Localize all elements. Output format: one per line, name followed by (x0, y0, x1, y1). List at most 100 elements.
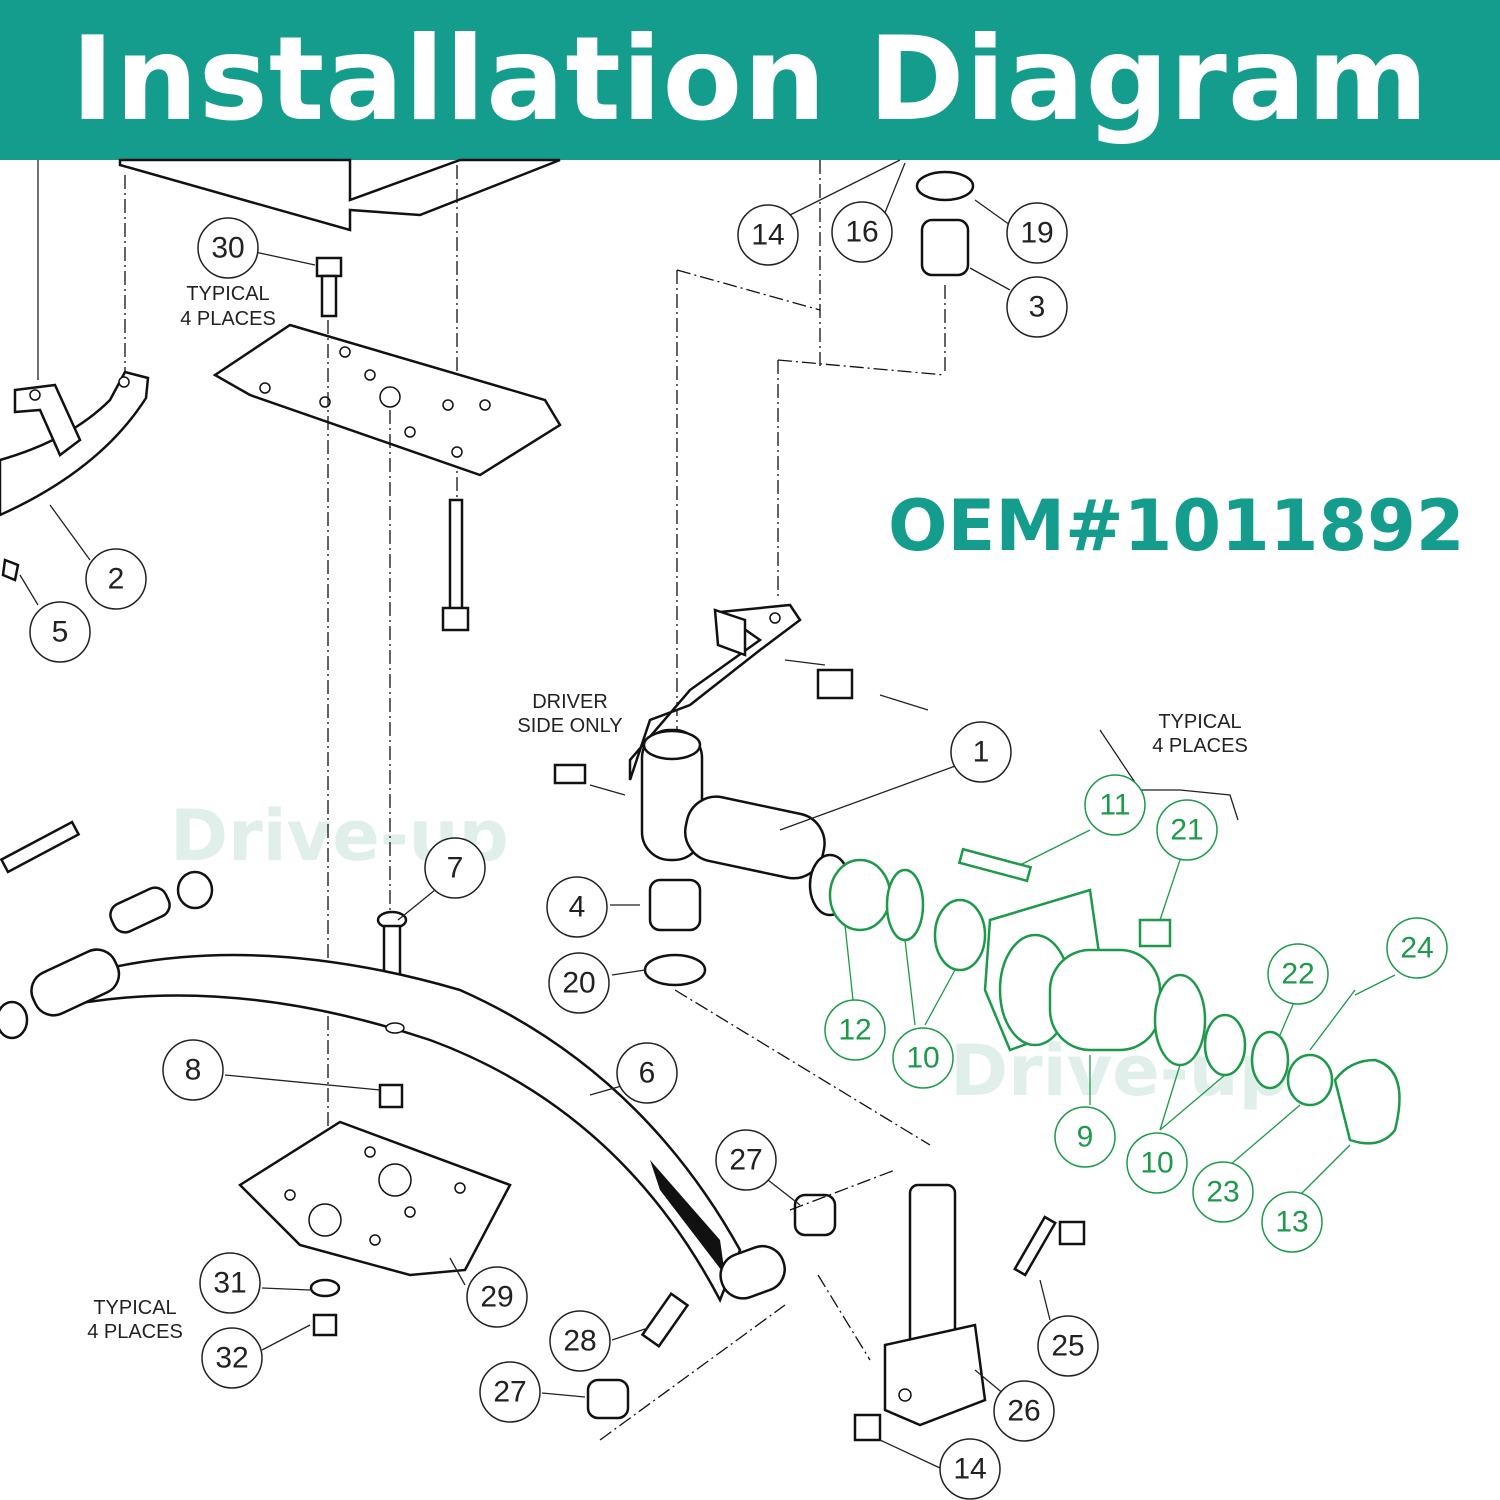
assembly-path (599, 1169, 896, 1441)
svg-text:25: 25 (1051, 1330, 1084, 1363)
callout-26: 26 (993, 1380, 1055, 1442)
header-banner: Installation Diagram (0, 0, 1500, 160)
callout-25: 25 (1037, 1315, 1099, 1377)
svg-text:4 PLACES: 4 PLACES (1152, 735, 1248, 757)
nut-8 (378, 1083, 404, 1109)
callout-19: 19 (1006, 202, 1068, 264)
svg-text:8: 8 (185, 1054, 202, 1087)
svg-text:9: 9 (1077, 1121, 1094, 1154)
sleeve-28 (640, 1292, 690, 1348)
callout-1: 1 (950, 721, 1012, 783)
callout-14-top: 14 (737, 204, 799, 266)
svg-text:7: 7 (447, 852, 464, 885)
axle-beam (0, 820, 786, 1303)
callout-23: 23 (1192, 1161, 1254, 1223)
callout-7: 7 (424, 837, 486, 899)
svg-text:4: 4 (569, 891, 586, 924)
hub-assembly (828, 847, 1401, 1145)
svg-text:12: 12 (838, 1014, 871, 1047)
svg-text:5: 5 (52, 616, 69, 649)
bushing-4 (648, 878, 702, 932)
svg-text:2: 2 (108, 563, 125, 596)
note-typical-hub: TYPICAL 4 PLACES (1152, 711, 1248, 757)
svg-text:14: 14 (953, 1453, 986, 1486)
svg-text:16: 16 (845, 216, 878, 249)
callout-32: 32 (201, 1327, 263, 1389)
bushing-27-lower (586, 1378, 630, 1420)
callout-31: 31 (199, 1252, 261, 1314)
svg-text:22: 22 (1281, 958, 1314, 991)
svg-text:31: 31 (213, 1267, 246, 1300)
note-driver-side: DRIVER SIDE ONLY (517, 691, 622, 737)
bolt-30 (315, 256, 343, 1200)
callout-13: 13 (1261, 1191, 1323, 1253)
svg-text:30: 30 (211, 232, 244, 265)
callout-3: 3 (1006, 276, 1068, 338)
leader-lines (19, 159, 1396, 1469)
callout-27-upper: 27 (715, 1129, 777, 1191)
svg-text:TYPICAL: TYPICAL (186, 283, 269, 305)
bushing-3 (920, 218, 970, 277)
grease-fitting (553, 763, 626, 796)
callout-30: 30 (197, 217, 259, 279)
svg-text:27: 27 (493, 1376, 526, 1409)
svg-text:TYPICAL: TYPICAL (93, 1297, 176, 1319)
svg-text:23: 23 (1206, 1176, 1239, 1209)
svg-text:32: 32 (215, 1342, 248, 1375)
leaf-spring-part (0, 370, 150, 582)
callout-4: 4 (546, 876, 608, 938)
lower-plate (238, 1120, 512, 1277)
spindle-part (628, 160, 946, 917)
svg-text:SIDE ONLY: SIDE ONLY (517, 715, 622, 737)
note-typical-31: TYPICAL 4 PLACES (87, 1297, 183, 1343)
svg-text:29: 29 (480, 1281, 513, 1314)
callout-20: 20 (548, 952, 610, 1014)
svg-text:11: 11 (1099, 789, 1130, 822)
svg-text:1: 1 (973, 736, 990, 769)
king-pin (853, 1183, 987, 1442)
callout-11: 11 (1084, 774, 1146, 836)
svg-text:DRIVER: DRIVER (532, 691, 608, 713)
svg-text:21: 21 (1170, 814, 1203, 847)
castle-nut (784, 659, 929, 711)
callout-6: 6 (616, 1042, 678, 1104)
callout-10-right: 10 (1126, 1132, 1188, 1194)
callout-22: 22 (1267, 943, 1329, 1005)
callout-12: 12 (824, 999, 886, 1061)
svg-text:27: 27 (729, 1144, 762, 1177)
svg-text:14: 14 (751, 219, 784, 252)
svg-text:6: 6 (639, 1057, 656, 1090)
svg-text:10: 10 (1140, 1147, 1173, 1180)
svg-text:4 PLACES: 4 PLACES (87, 1321, 183, 1343)
washer-20 (643, 953, 707, 987)
nut-32 (312, 1313, 338, 1337)
callout-5: 5 (29, 601, 91, 663)
svg-text:TYPICAL: TYPICAL (1158, 711, 1241, 733)
callout-2: 2 (85, 548, 147, 610)
callout-28: 28 (549, 1310, 611, 1372)
oem-number-label: OEM#1011892 (888, 485, 1465, 567)
callout-29: 29 (466, 1266, 528, 1328)
svg-text:10: 10 (906, 1042, 939, 1075)
svg-text:24: 24 (1400, 932, 1433, 965)
callout-8: 8 (162, 1039, 224, 1101)
callout-14-bottom: 14 (939, 1438, 1001, 1500)
callout-27-lower: 27 (479, 1361, 541, 1423)
page-title: Installation Diagram (71, 12, 1429, 147)
svg-text:20: 20 (562, 967, 595, 1000)
svg-text:19: 19 (1020, 217, 1053, 250)
svg-text:26: 26 (1007, 1395, 1040, 1428)
callout-10-left: 10 (892, 1027, 954, 1089)
svg-text:13: 13 (1275, 1206, 1308, 1239)
callout-24: 24 (1386, 917, 1448, 979)
washer-31 (309, 1278, 341, 1298)
note-typical-30: TYPICAL 4 PLACES (180, 283, 276, 330)
callout-16: 16 (831, 201, 893, 263)
callout-21: 21 (1156, 799, 1218, 861)
bushing-27-upper (793, 1193, 837, 1237)
washer-19 (915, 170, 975, 202)
svg-text:4 PLACES: 4 PLACES (180, 308, 276, 330)
bolt-25 (1013, 1215, 1086, 1277)
callout-9: 9 (1054, 1106, 1116, 1168)
